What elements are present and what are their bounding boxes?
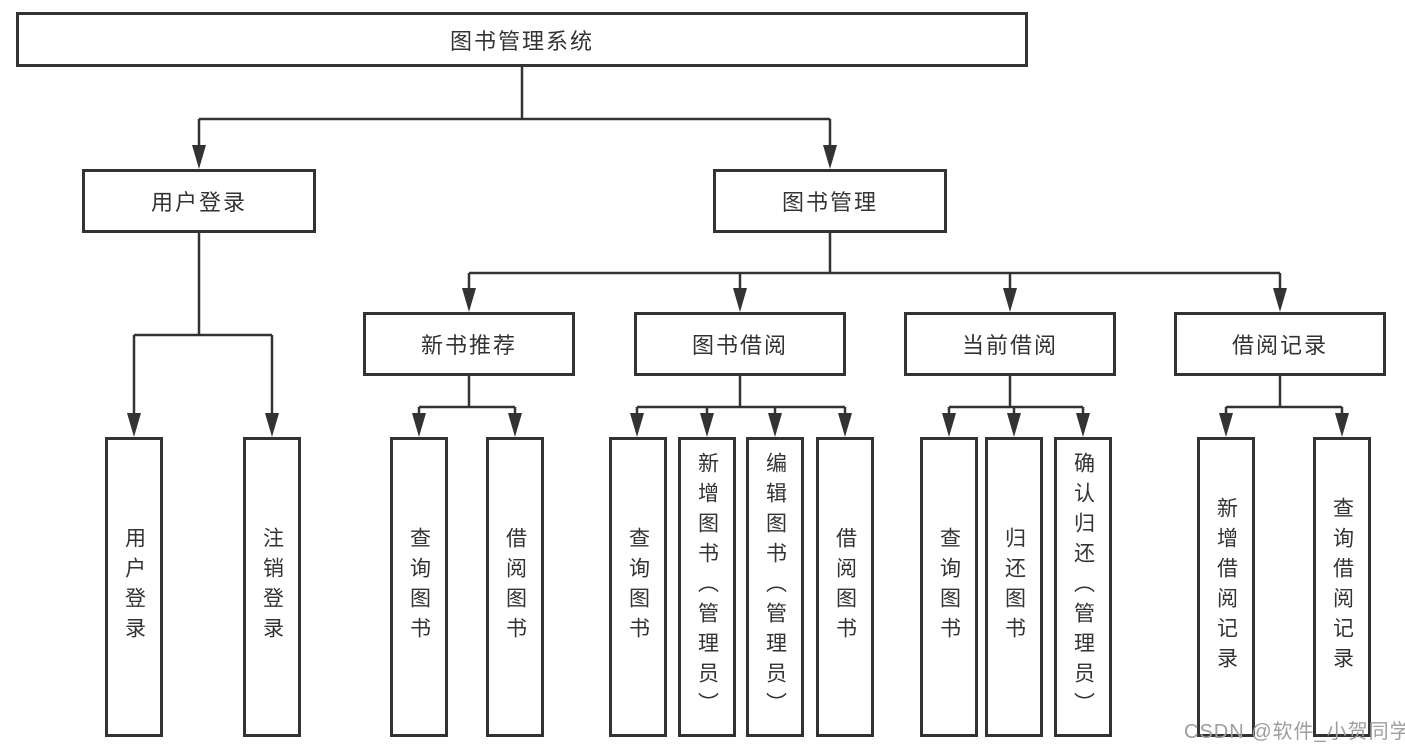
node-current-borrowing: 当前借阅 <box>904 312 1116 376</box>
leaf-logout-label: 注销登录 <box>260 527 284 647</box>
leaf-query-books-recommend-label: 查询图书 <box>407 527 431 647</box>
leaf-add-borrow-record: 新增借阅记录 <box>1197 437 1255 737</box>
leaf-query-books-borrowing: 查询图书 <box>609 437 667 737</box>
leaf-borrow-books-recommend-label: 借阅图书 <box>503 527 527 647</box>
node-new-book-recommend: 新书推荐 <box>363 312 575 376</box>
leaf-add-books-admin-label: 新增图书（管理员） <box>695 452 719 722</box>
leaf-return-books: 归还图书 <box>985 437 1043 737</box>
node-root-label: 图书管理系统 <box>449 28 594 54</box>
leaf-query-books-current-label: 查询图书 <box>937 527 961 647</box>
node-borrowing-records: 借阅记录 <box>1174 312 1386 376</box>
leaf-query-borrow-record-label: 查询借阅记录 <box>1330 497 1354 677</box>
node-user-login: 用户登录 <box>82 169 316 233</box>
arrowheads <box>127 145 1349 437</box>
leaf-edit-books-admin: 编辑图书（管理员） <box>746 437 804 737</box>
node-borrowing-records-label: 借阅记录 <box>1231 333 1328 358</box>
node-current-borrowing-label: 当前借阅 <box>961 333 1058 358</box>
leaf-return-books-label: 归还图书 <box>1002 527 1026 647</box>
leaf-edit-books-admin-label: 编辑图书（管理员） <box>763 452 787 722</box>
node-new-book-recommend-label: 新书推荐 <box>420 333 517 358</box>
leaf-add-borrow-record-label: 新增借阅记录 <box>1214 497 1238 677</box>
leaf-borrow-books-recommend: 借阅图书 <box>486 437 544 737</box>
leaf-confirm-return-admin: 确认归还（管理员） <box>1054 437 1112 737</box>
node-root: 图书管理系统 <box>16 12 1028 67</box>
leaf-borrow-books-label: 借阅图书 <box>833 527 857 647</box>
leaf-user-login-label: 用户登录 <box>122 527 146 647</box>
node-book-management-label: 图书管理 <box>781 190 878 215</box>
leaf-query-books-borrowing-label: 查询图书 <box>626 527 650 647</box>
watermark: CSDN @软件_小贺同学 <box>1184 721 1405 743</box>
leaf-confirm-return-admin-label: 确认归还（管理员） <box>1071 452 1095 722</box>
leaf-borrow-books: 借阅图书 <box>816 437 874 737</box>
leaf-query-borrow-record: 查询借阅记录 <box>1313 437 1371 737</box>
leaf-query-books-current: 查询图书 <box>920 437 978 737</box>
node-book-borrowing-label: 图书借阅 <box>691 333 788 358</box>
node-book-borrowing: 图书借阅 <box>634 312 846 376</box>
node-user-login-label: 用户登录 <box>150 190 247 215</box>
leaf-query-books-recommend: 查询图书 <box>390 437 448 737</box>
node-book-management: 图书管理 <box>713 169 947 233</box>
leaf-user-login: 用户登录 <box>105 437 163 737</box>
leaf-logout: 注销登录 <box>243 437 301 737</box>
leaf-add-books-admin: 新增图书（管理员） <box>678 437 736 737</box>
